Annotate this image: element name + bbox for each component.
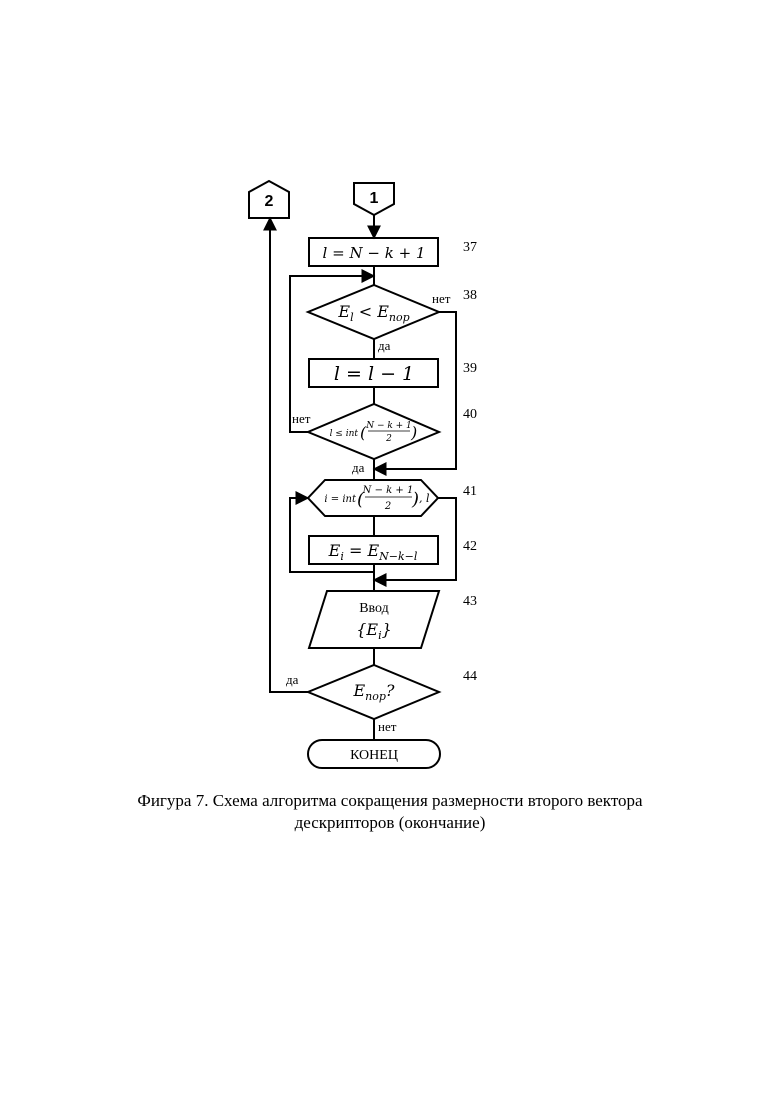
block-42-formula: Ei = EN−k−l — [328, 541, 418, 563]
block-40-yes-label: да — [352, 460, 365, 475]
block-39-number: 39 — [463, 361, 477, 376]
block-41-number: 41 — [463, 484, 477, 499]
block-37-number: 37 — [463, 240, 477, 255]
block-40-diamond — [308, 404, 439, 459]
block-40-frac-num: N − k + 1 — [365, 421, 412, 431]
connector-1-label: 1 — [370, 190, 379, 207]
block-40-no-label: нет — [292, 411, 311, 426]
figure-caption: Фигура 7. Схема алгоритма сокращения раз… — [110, 790, 670, 834]
block-43-line1: Ввод — [359, 601, 389, 616]
caption-line-2: дескрипторов (окончание) — [110, 812, 670, 834]
caption-line-1: Фигура 7. Схема алгоритма сокращения раз… — [110, 790, 670, 812]
block-40-left: l ≤ int — [330, 429, 359, 439]
block-42-number: 42 — [463, 539, 477, 554]
block-41-right: , l — [419, 492, 430, 505]
block-41-paren-close: ) — [411, 489, 419, 510]
block-40-number: 40 — [463, 407, 477, 422]
block-37-formula: l = N − k + 1 — [323, 244, 426, 262]
block-41-frac-num: N − k + 1 — [362, 485, 414, 496]
block-39-formula: l = l − 1 — [334, 363, 414, 385]
block-44-condition: Enop? — [352, 681, 394, 703]
block-44-number: 44 — [463, 669, 477, 684]
block-43-number: 43 — [463, 594, 477, 609]
end-label: КОНЕЦ — [350, 748, 398, 763]
block-44-no-label: нет — [378, 719, 397, 734]
block-38-condition: El < Enop — [337, 302, 409, 324]
block-44-yes-label: да — [286, 672, 299, 687]
block-40-paren-close: ) — [410, 423, 417, 442]
block-41-left: i = int — [324, 494, 357, 505]
block-40-frac-den: 2 — [385, 434, 392, 444]
block-43-line2: {Ei} — [356, 620, 392, 642]
bypass-38-no — [374, 312, 456, 469]
block-38-number: 38 — [463, 288, 477, 303]
block-38-no-label: нет — [432, 291, 451, 306]
block-38-yes-label: да — [378, 338, 391, 353]
connector-2-label: 2 — [265, 193, 274, 210]
block-41-frac-den: 2 — [384, 501, 391, 512]
